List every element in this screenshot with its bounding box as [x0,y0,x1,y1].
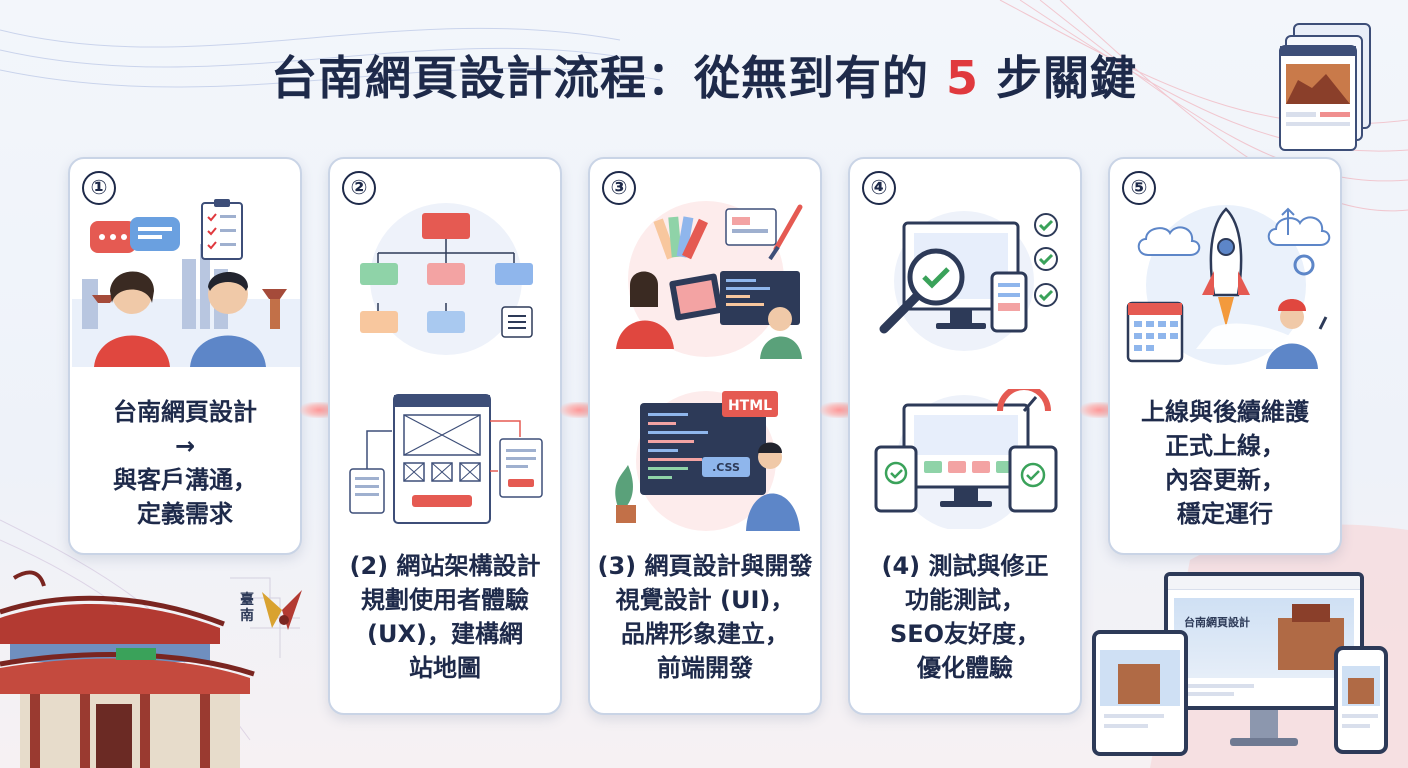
step-text-4: (4) 測試與修正 功能測試， SEO友好度， 優化體驗 [850,549,1080,685]
html-tag-label: HTML [728,398,772,414]
coding-illustration: HTML .CSS [615,391,800,531]
step-text-1: 台南網頁設計 → 與客戶溝通， 定義需求 [70,395,300,531]
step-line-4-2: SEO友好度， [889,620,1041,648]
temple-illustration [0,570,300,768]
step-line-1-1: 與客戶溝通， [113,466,257,494]
step-card-5: ⑤ 上線與後續維護 正式上線， 內容更新， 穩定運行 [1108,157,1342,555]
tainan-logo-mark [262,590,302,630]
tainan-logo: 臺南 [240,584,310,634]
step-text-5: 上線與後續維護 正式上線， 內容更新， 穩定運行 [1110,395,1340,531]
step-text-3: (3) 網頁設計與開發 視覺設計 (UI)， 品牌形象建立， 前端開發 [590,549,820,685]
step-heading-5: 上線與後續維護 [1141,398,1309,426]
desktop-site-title: 台南網頁設計 [1184,616,1250,629]
desktop-hero: 台南網頁設計 [1174,598,1354,678]
step-card-2: ② (2) 網站架構設計 規劃使用者體驗 [328,157,562,715]
step-badge-5: ⑤ [1122,171,1156,205]
step-line-4-3: 優化體驗 [917,654,1013,682]
tablet-mockup [1092,630,1188,756]
page-title: 台南網頁設計流程：從無到有的 5 步關鍵 [0,42,1408,108]
title-suffix: 步關鍵 [979,51,1138,105]
step-line-5-1: 正式上線， [1165,432,1285,460]
step-badge-4: ④ [862,171,896,205]
desktop-base [1230,738,1298,746]
step-line-2-1: 規劃使用者體驗 [361,586,529,614]
step-line-3-2: 品牌形象建立， [621,620,789,648]
step-line-5-2: 內容更新， [1165,466,1285,494]
title-prefix: 台南網頁設計流程：從無到有的 [270,51,946,105]
step-card-4: ④ (4 [848,157,1082,715]
step-badge-1: ① [82,171,116,205]
design-illustration [616,201,803,359]
step-heading-4: (4) 測試與修正 [881,552,1049,580]
step-card-1: ① 台南網頁設計 → 與客戶溝通， 定義 [68,157,302,555]
wireframe-illustration [349,394,543,524]
browser-windows-icon [1279,23,1371,151]
css-tag-label: .CSS [712,461,740,474]
step-line-2-3: 站地圖 [409,654,481,682]
desktop-stand [1250,710,1278,740]
client-meeting-illustration [72,199,300,367]
multi-device-illustration [874,389,1058,529]
step-line-5-3: 穩定運行 [1177,500,1273,528]
desktop-mockup: 台南網頁設計 [1164,572,1364,710]
step-line-2-2: (UX)，建構網 [367,620,523,648]
launch-illustration [1126,205,1331,369]
tainan-logo-text: 臺南 [240,592,254,624]
testing-illustration [879,211,1058,351]
step-heading-2: (2) 網站架構設計 [349,552,541,580]
title-number: 5 [945,51,979,105]
sitemap-illustration [360,203,533,355]
step-badge-3: ③ [602,171,636,205]
step-line-4-1: 功能測試， [905,586,1025,614]
device-mockups: 台南網頁設計 [1092,572,1392,758]
step-text-2: (2) 網站架構設計 規劃使用者體驗 (UX)，建構網 站地圖 [330,549,560,685]
step-line-1-2: 定義需求 [137,500,233,528]
step-heading-1: 台南網頁設計 [113,398,257,426]
step-line-3-3: 前端開發 [657,654,753,682]
step-badge-2: ② [342,171,376,205]
step-arrow-1: → [174,432,196,460]
step-line-3-1: 視覺設計 (UI)， [615,586,795,614]
phone-mockup [1334,646,1388,754]
step-card-3: ③ HTML .CSS [588,157,822,715]
step-heading-3: (3) 網頁設計與開發 [597,552,813,580]
